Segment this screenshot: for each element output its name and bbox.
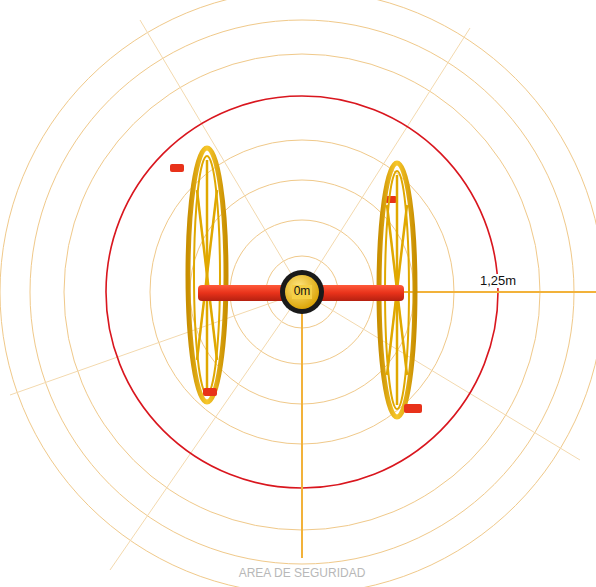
pivot-ring (280, 270, 324, 314)
pivot-ball (285, 275, 319, 309)
area-caption: AREA DE SEGURIDAD (237, 567, 368, 580)
left-wheel (170, 148, 226, 402)
radial-guides (10, 20, 580, 570)
center-distance: 0m (292, 285, 313, 298)
radius-dimension: 1,25m (478, 274, 518, 288)
axis-line (301, 292, 303, 558)
